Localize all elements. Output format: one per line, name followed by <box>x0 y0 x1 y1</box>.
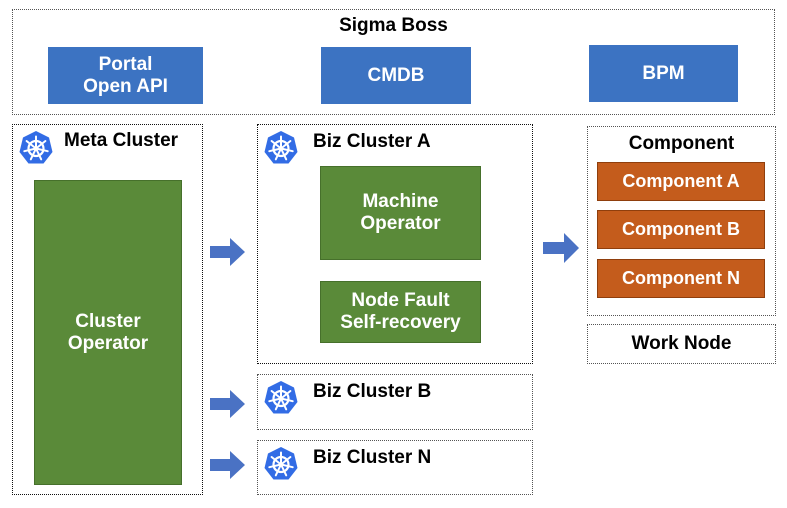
biz-cluster-b-region <box>257 374 533 430</box>
right-arrow-icon <box>210 389 246 419</box>
biz-cluster-a-region <box>257 124 533 364</box>
biz-cluster-a-title: Biz Cluster A <box>313 131 431 152</box>
right-arrow-icon <box>543 232 580 264</box>
component-panel-title: Component <box>628 133 735 155</box>
node-fault-self-recovery-box: Node Fault Self-recovery <box>320 281 481 343</box>
kubernetes-icon <box>263 446 299 482</box>
bpm-box: BPM <box>589 45 738 102</box>
meta-cluster-title: Meta Cluster <box>64 130 179 151</box>
component-n-box: Component N <box>597 259 765 298</box>
biz-cluster-b-title: Biz Cluster B <box>313 381 432 402</box>
component-panel <box>587 126 776 316</box>
sigma-boss-region <box>12 9 775 115</box>
kubernetes-icon <box>263 130 299 166</box>
right-arrow-icon <box>210 450 246 480</box>
component-b-box: Component B <box>597 210 765 249</box>
biz-cluster-n-title: Biz Cluster N <box>313 447 432 468</box>
machine-operator-box: Machine Operator <box>320 166 481 260</box>
portal-open-api-box: Portal Open API <box>48 47 203 104</box>
kubernetes-icon <box>263 380 299 416</box>
cluster-operator-box: Cluster Operator <box>34 180 182 485</box>
cmdb-box: CMDB <box>321 47 471 104</box>
kubernetes-icon <box>18 130 54 166</box>
biz-cluster-n-region <box>257 440 533 495</box>
right-arrow-icon <box>210 237 246 267</box>
meta-cluster-region <box>12 124 203 495</box>
component-a-box: Component A <box>597 162 765 201</box>
work-node-label: Work Node <box>587 324 776 364</box>
sigma-boss-title: Sigma Boss <box>339 15 448 37</box>
